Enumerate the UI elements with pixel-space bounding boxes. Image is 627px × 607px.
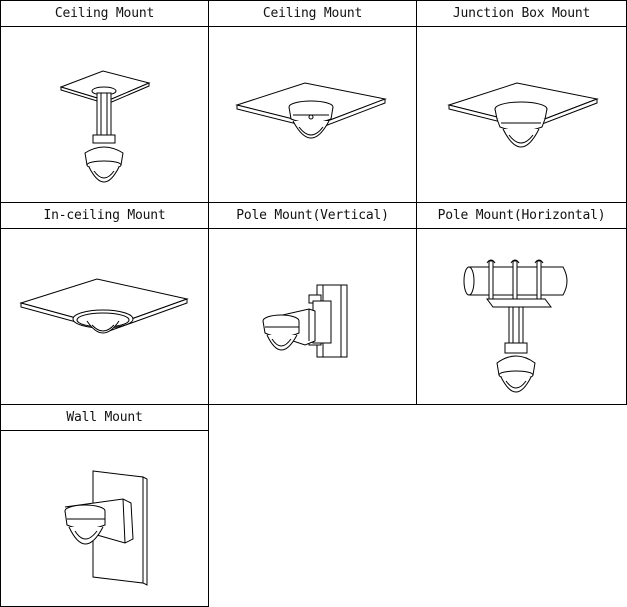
mount-cell-pole-vertical: Pole Mount(Vertical) xyxy=(208,202,417,405)
mount-label: Pole Mount(Horizontal) xyxy=(417,203,626,229)
mount-cell-junction-box: Junction Box Mount xyxy=(416,0,627,203)
pendant-ceiling-mount-icon xyxy=(59,70,151,183)
mount-label: In-ceiling Mount xyxy=(1,203,208,229)
horizontal-pole-mount-icon xyxy=(463,259,568,393)
mount-cell-ceiling-pendant: Ceiling Mount xyxy=(0,0,209,203)
mount-cell-in-ceiling: In-ceiling Mount xyxy=(0,202,209,405)
mount-label: Wall Mount xyxy=(1,405,208,431)
mount-cell-ceiling-flush: Ceiling Mount xyxy=(208,0,417,203)
junction-box-mount-icon xyxy=(447,82,599,148)
mount-label: Junction Box Mount xyxy=(417,1,626,27)
vertical-pole-mount-icon xyxy=(262,284,348,358)
mount-cell-wall: Wall Mount xyxy=(0,404,209,607)
mount-label: Ceiling Mount xyxy=(209,1,416,27)
mount-label: Pole Mount(Vertical) xyxy=(209,203,416,229)
in-ceiling-mount-icon xyxy=(19,278,189,334)
flush-ceiling-mount-icon xyxy=(235,82,387,139)
wall-mount-icon xyxy=(64,470,148,586)
mount-label: Ceiling Mount xyxy=(1,1,208,27)
mount-cell-pole-horizontal: Pole Mount(Horizontal) xyxy=(416,202,627,405)
